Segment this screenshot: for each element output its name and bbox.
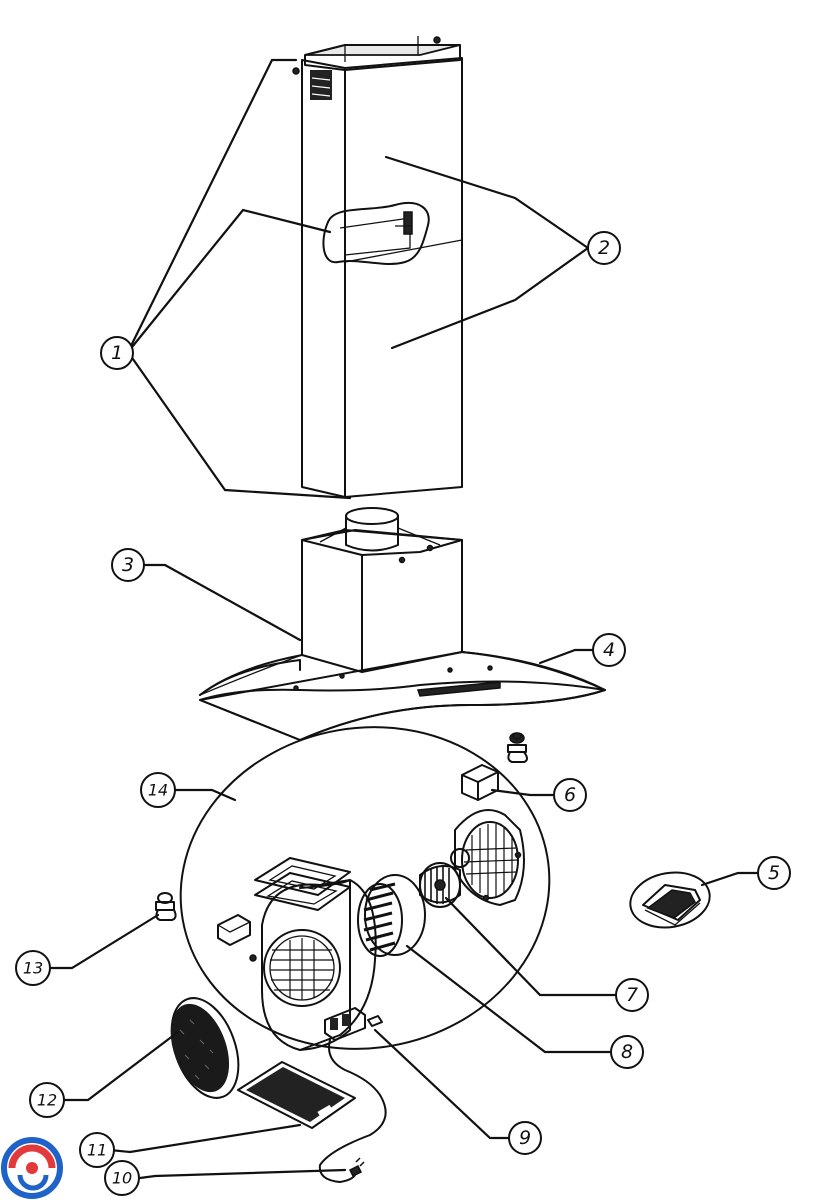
small-bracket bbox=[461, 764, 499, 801]
callout-1: 1 bbox=[100, 336, 134, 370]
callout-11: 11 bbox=[79, 1132, 115, 1168]
callout-label-2: 2 bbox=[598, 237, 610, 259]
lower-chimney-stub bbox=[301, 507, 463, 673]
callout-12: 12 bbox=[29, 1082, 65, 1118]
callout-label-5: 5 bbox=[768, 862, 780, 884]
control-box bbox=[629, 871, 711, 929]
callout-label-7: 7 bbox=[626, 984, 638, 1006]
callout-13: 13 bbox=[15, 950, 51, 986]
callout-label-1: 1 bbox=[111, 342, 123, 364]
callout-14: 14 bbox=[140, 772, 176, 808]
lamp-fitting-top bbox=[507, 732, 528, 763]
callout-label-8: 8 bbox=[621, 1041, 633, 1063]
callout-10: 10 bbox=[104, 1160, 140, 1196]
callout-label-10: 10 bbox=[112, 1169, 132, 1188]
callout-label-13: 13 bbox=[23, 959, 43, 978]
motor-back-plate bbox=[450, 809, 525, 906]
grease-filter bbox=[237, 1061, 356, 1129]
leader-lines bbox=[48, 58, 759, 1180]
callout-label-4: 4 bbox=[603, 639, 615, 661]
callout-label-9: 9 bbox=[519, 1127, 531, 1149]
brand-logo bbox=[1, 1137, 63, 1199]
glass-canopy bbox=[199, 651, 606, 741]
callout-4: 4 bbox=[592, 633, 626, 667]
upper-chimney bbox=[292, 36, 463, 498]
callout-7: 7 bbox=[615, 978, 649, 1012]
switch-and-cable bbox=[318, 1007, 387, 1183]
callout-6: 6 bbox=[553, 778, 587, 812]
callout-label-14: 14 bbox=[148, 781, 168, 800]
callout-3: 3 bbox=[111, 548, 145, 582]
fan-impeller bbox=[357, 874, 426, 957]
callout-label-3: 3 bbox=[122, 554, 134, 576]
blower-housing bbox=[217, 857, 377, 1051]
callout-2: 2 bbox=[587, 231, 621, 265]
callout-label-11: 11 bbox=[87, 1141, 107, 1160]
callout-label-6: 6 bbox=[564, 784, 576, 806]
callout-8: 8 bbox=[610, 1035, 644, 1069]
callout-label-12: 12 bbox=[37, 1091, 57, 1110]
round-carbon-filter bbox=[170, 997, 240, 1099]
motor bbox=[419, 862, 461, 908]
callout-5: 5 bbox=[757, 856, 791, 890]
callout-9: 9 bbox=[508, 1121, 542, 1155]
lamp bbox=[155, 892, 177, 921]
